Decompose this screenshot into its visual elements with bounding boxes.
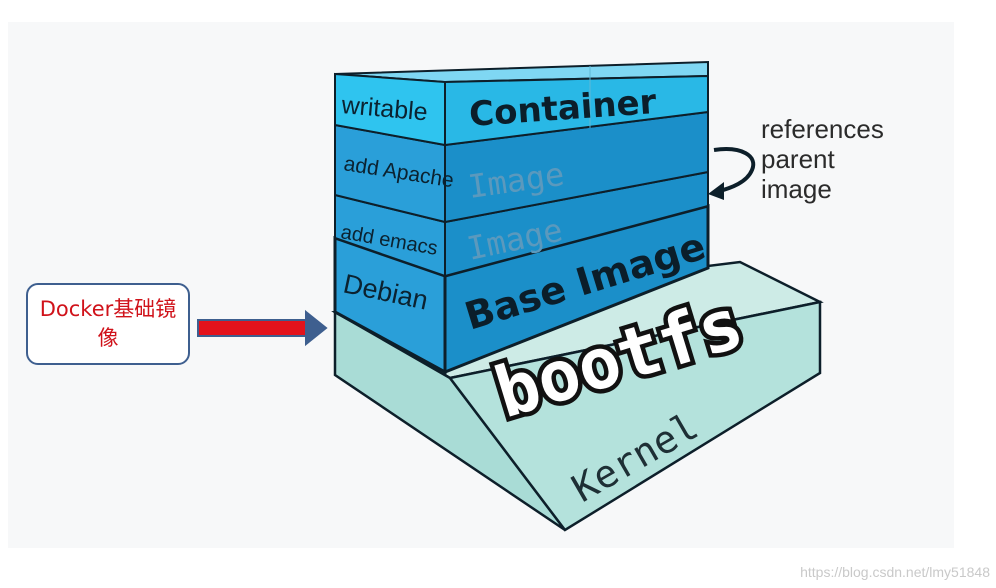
pointer-arrow-head-icon	[305, 309, 328, 347]
annotation-line-3: image	[761, 174, 832, 204]
apache-image-layer: add Apache Image	[334, 110, 709, 224]
watermark: https://blog.csdn.net/lmy51848	[800, 564, 990, 580]
curved-arrow-icon	[713, 147, 756, 194]
annotation-line-1: references	[761, 114, 884, 144]
curved-arrow-head-icon	[708, 182, 724, 200]
pointer-arrow	[197, 309, 328, 347]
annotation-line-2: parent	[761, 144, 835, 174]
pointer-arrow-shaft	[197, 319, 309, 337]
kernel-front-face	[447, 300, 822, 532]
container-front	[444, 74, 709, 147]
docker-base-image-callout: Docker基础镜像	[26, 283, 190, 365]
references-annotation: references parent image	[708, 114, 884, 204]
